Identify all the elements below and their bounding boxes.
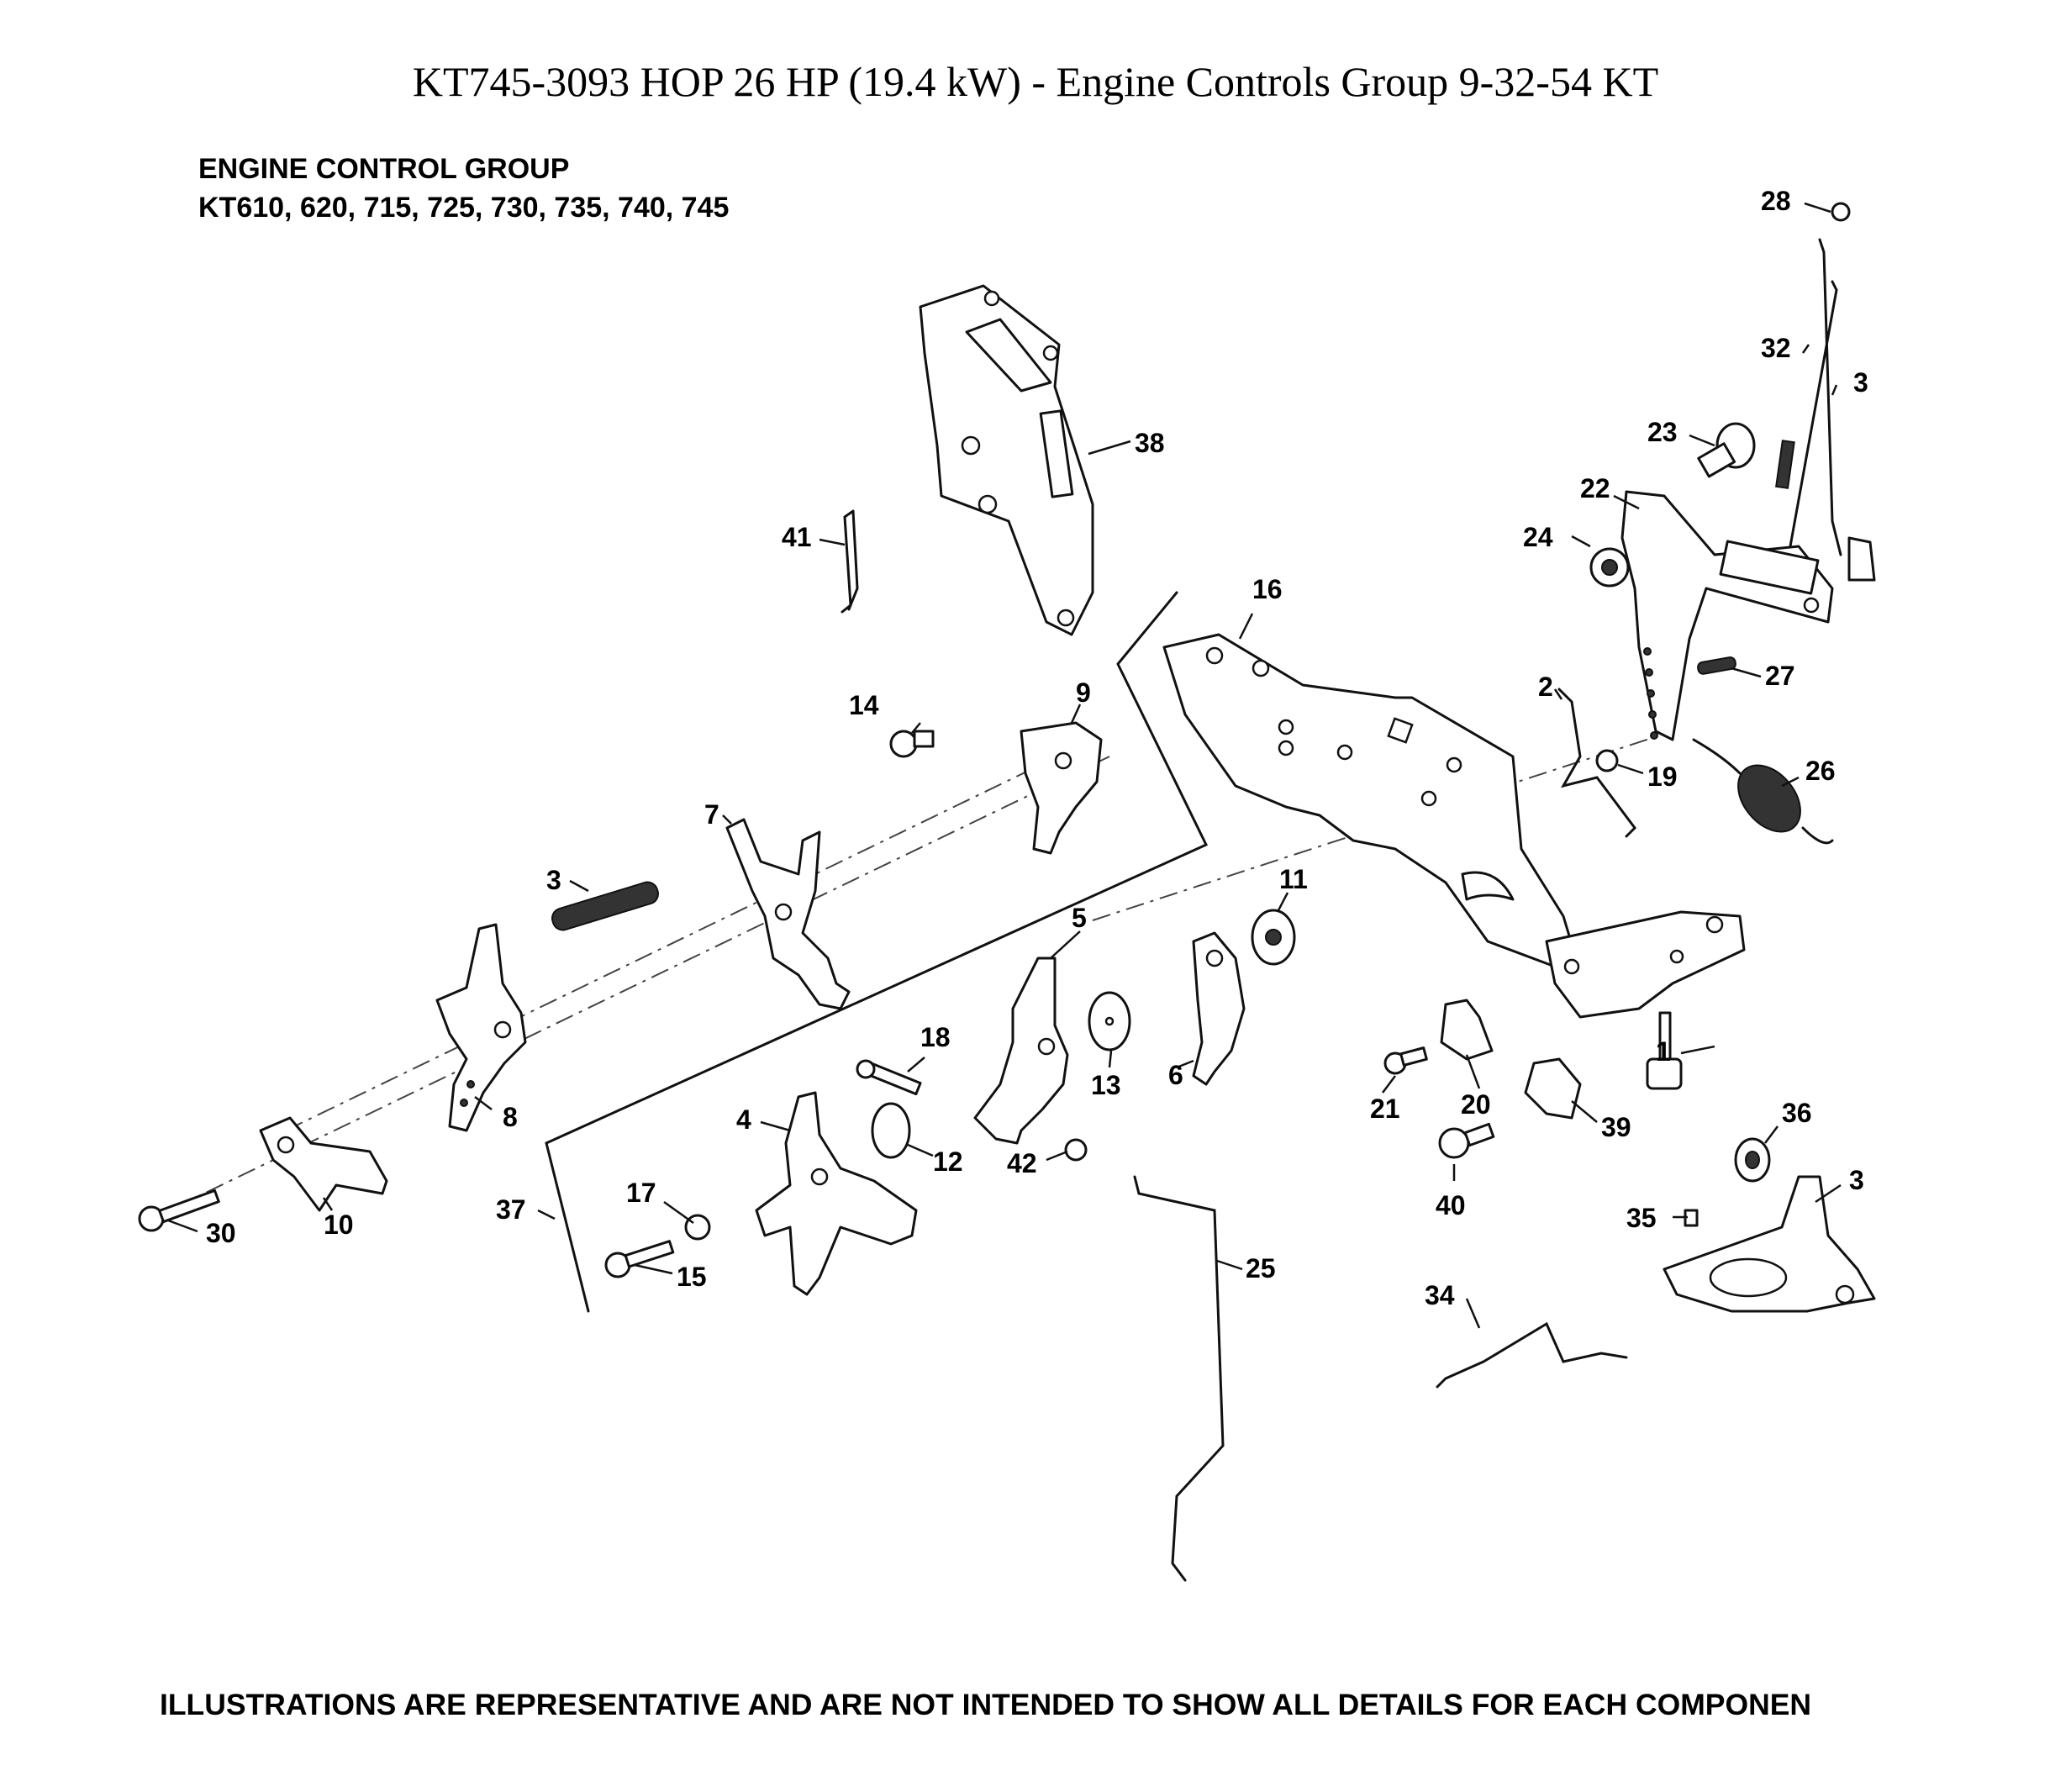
axis-line-upper: [285, 739, 1093, 1131]
callout-9: 9: [1076, 677, 1091, 708]
callout-36: 36: [1782, 1098, 1812, 1128]
part-11-washer: [1251, 909, 1296, 966]
part-39-bracket: [1524, 1057, 1582, 1120]
callout-15: 15: [677, 1262, 707, 1292]
callout-42: 42: [1007, 1148, 1037, 1178]
callout-7: 7: [704, 799, 719, 830]
part-42-nut: [1064, 1138, 1088, 1162]
part-14-nut: [889, 730, 935, 758]
part-lever-clip: [1847, 536, 1876, 582]
part-32-spring-rod: [1775, 280, 1838, 548]
callout-21: 21: [1370, 1094, 1400, 1124]
callout-17: 17: [626, 1178, 656, 1208]
callout-18: 18: [920, 1022, 951, 1052]
callout-12: 12: [933, 1146, 963, 1177]
part-23-plug: [1697, 422, 1756, 478]
part-41-clip: [841, 509, 859, 614]
part-6-lever: [1192, 931, 1246, 1086]
part-34-rod: [1436, 1321, 1628, 1389]
part-5-lever: [973, 957, 1069, 1145]
callout-8: 8: [503, 1102, 518, 1132]
part-20-bracket: [1440, 999, 1494, 1061]
callout-25: 25: [1246, 1253, 1276, 1283]
part-3-spring-left: [551, 881, 659, 931]
part-1-stud: [1646, 1011, 1683, 1090]
callout-20: 20: [1461, 1089, 1491, 1120]
callout-11: 11: [1279, 864, 1308, 894]
callout-labels: 1 2 3 3 3 4 5 6 7 8 9 10 11 12 13 14 15 …: [206, 186, 1868, 1310]
part-24-nut: [1589, 547, 1630, 588]
part-7-throttle-lever: [725, 818, 851, 1010]
callout-3-upper: 3: [1853, 367, 1868, 398]
callout-3-right: 3: [1849, 1165, 1864, 1195]
callout-40: 40: [1436, 1190, 1466, 1220]
callout-26: 26: [1805, 756, 1836, 786]
callout-14: 14: [849, 690, 879, 720]
callout-27: 27: [1765, 661, 1795, 691]
part-12-washer: [871, 1102, 911, 1159]
part-21-screw: [1383, 1046, 1428, 1075]
callout-32: 32: [1761, 333, 1791, 363]
callout-5: 5: [1072, 903, 1087, 933]
callout-3-left: 3: [546, 865, 561, 895]
callout-4: 4: [736, 1104, 751, 1135]
callout-39: 39: [1601, 1112, 1631, 1142]
part-30-bolt: [138, 1189, 220, 1232]
part-18-pin: [856, 1059, 922, 1096]
part-40-nut: [1438, 1122, 1495, 1159]
callout-34: 34: [1425, 1280, 1455, 1310]
part-13-washer: [1088, 991, 1131, 1051]
callout-37: 37: [496, 1194, 526, 1225]
part-2-wire-spring: [1557, 688, 1636, 838]
page-title: KT745-3093 HOP 26 HP (19.4 kW) - Engine …: [412, 58, 1659, 105]
part-36-nut: [1734, 1137, 1771, 1183]
callout-6: 6: [1168, 1060, 1183, 1090]
callout-24: 24: [1523, 522, 1553, 552]
callout-30: 30: [206, 1218, 236, 1248]
part-9-lever: [1020, 721, 1103, 855]
section-boundary-line: [545, 591, 1209, 1313]
diagram-heading-models: KT610, 620, 715, 725, 730, 735, 740, 745: [198, 192, 730, 224]
diagram-heading-title: ENGINE CONTROL GROUP: [198, 153, 570, 185]
callout-35: 35: [1626, 1203, 1657, 1233]
part-10-lever: [259, 1116, 388, 1212]
part-8-lever: [435, 923, 527, 1132]
callout-22: 22: [1580, 473, 1610, 503]
callout-10: 10: [324, 1210, 354, 1240]
footer-disclaimer: ILLUSTRATIONS ARE REPRESENTATIVE AND ARE…: [160, 1688, 1812, 1721]
part-22-governor-lever: [1620, 490, 1834, 741]
part-3-rod-upper: [1818, 238, 1842, 556]
part-4-choke-lever: [755, 1091, 918, 1296]
leader-lines: [167, 202, 1842, 1329]
part-38-bracket: [919, 284, 1094, 636]
part-3-plate-right: [1663, 1175, 1876, 1313]
callout-16: 16: [1252, 574, 1283, 604]
part-27-spring: [1697, 656, 1736, 675]
part-25-linkage-rod: [1133, 1175, 1225, 1582]
callout-19: 19: [1647, 762, 1678, 792]
callout-41: 41: [782, 522, 812, 552]
part-15-bolt: [604, 1240, 675, 1278]
callout-23: 23: [1647, 417, 1678, 447]
callout-13: 13: [1091, 1070, 1121, 1100]
callout-28: 28: [1761, 186, 1791, 216]
callout-38: 38: [1135, 428, 1165, 458]
part-19-washer: [1595, 749, 1619, 772]
part-16-main-bracket: [1162, 633, 1746, 1019]
callout-2: 2: [1538, 672, 1553, 702]
callout-1: 1: [1656, 1036, 1671, 1067]
diagram-heading: ENGINE CONTROL GROUP KT610, 620, 715, 72…: [198, 150, 729, 227]
part-28-screw: [1831, 202, 1851, 222]
